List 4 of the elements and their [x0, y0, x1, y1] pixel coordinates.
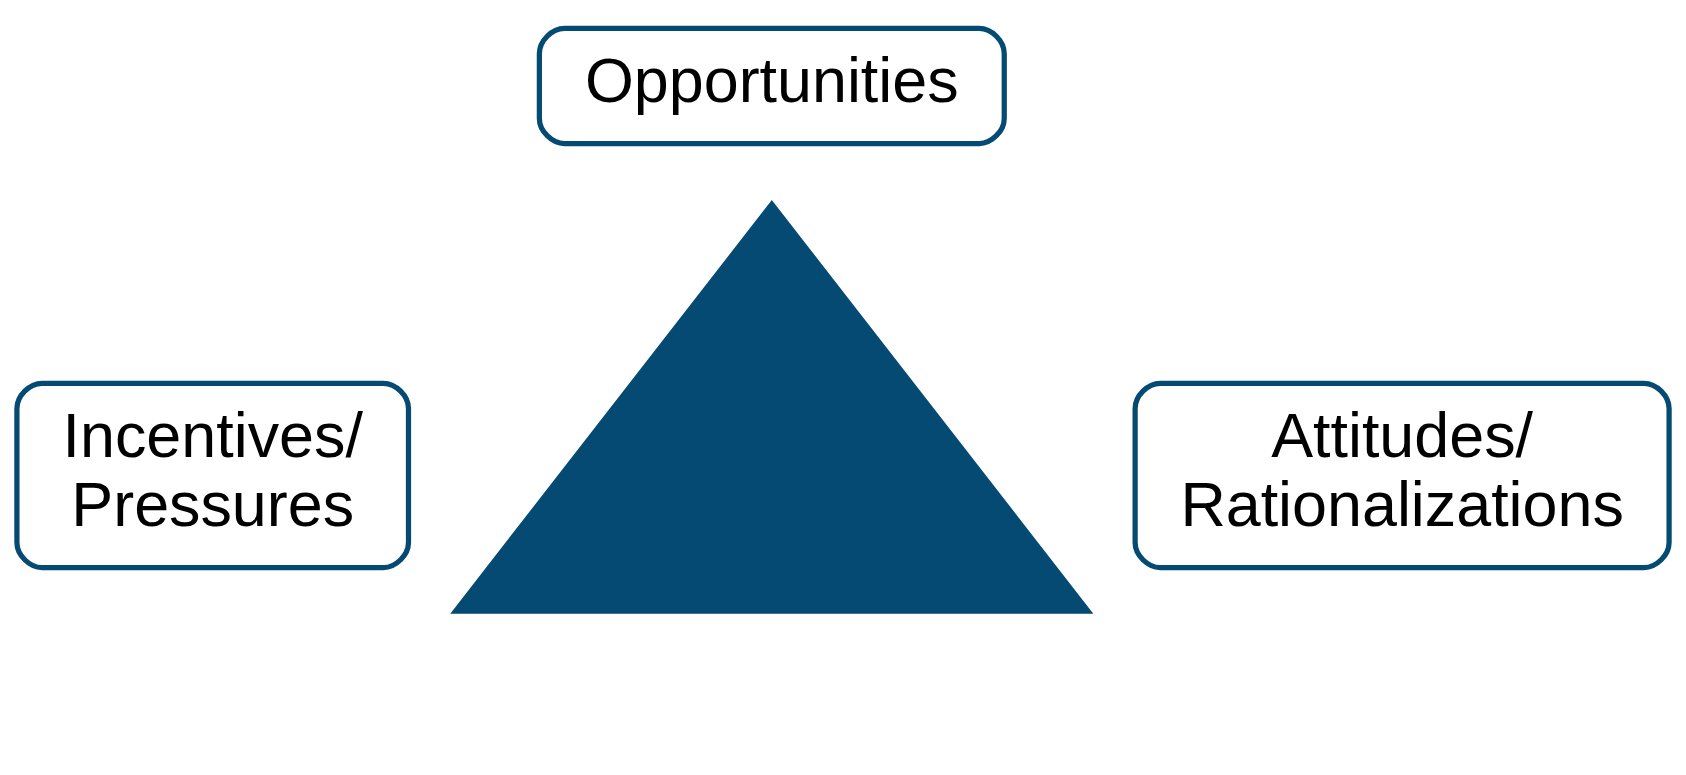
node-box: Opportunities — [536, 25, 1007, 147]
node-box: Attitudes/ Rationalizations — [1132, 380, 1672, 571]
node-box: Incentives/ Pressures — [14, 380, 412, 571]
node-triangle — [450, 200, 1094, 614]
